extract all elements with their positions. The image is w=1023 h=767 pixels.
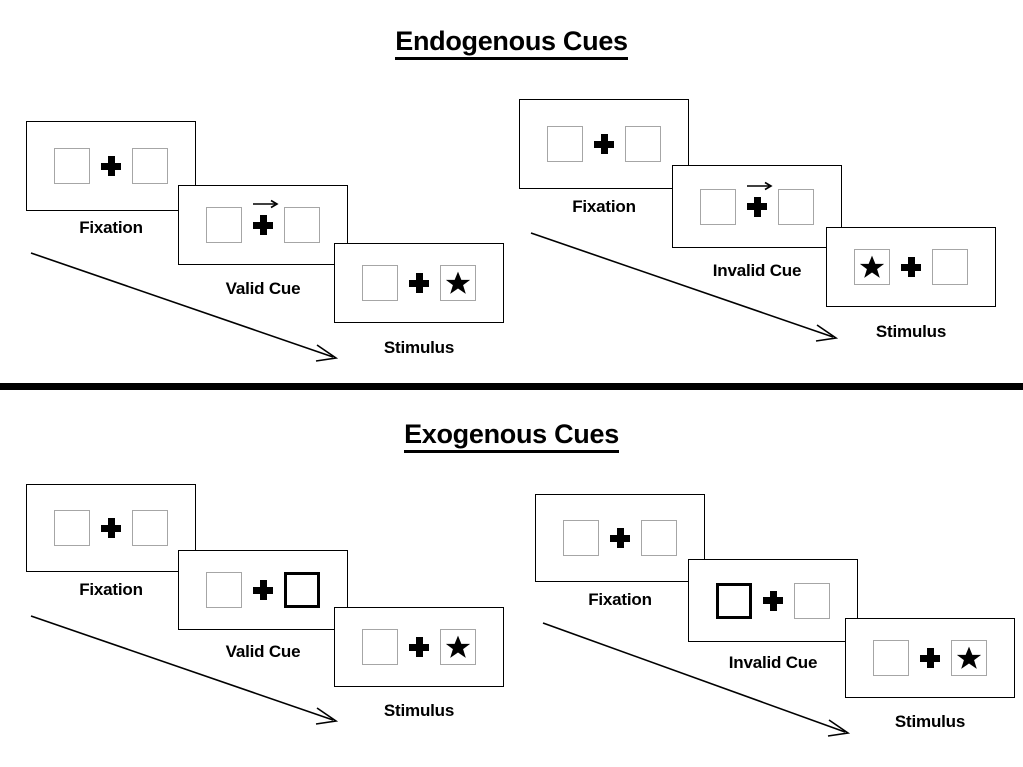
- endo-valid-cue-label: Valid Cue: [225, 279, 301, 298]
- endo-invalid-stimulus-left-box: [854, 249, 890, 285]
- exo-invalid-fixation-label: Fixation: [588, 590, 652, 609]
- exo-valid-cue-frame[interactable]: [178, 550, 348, 630]
- fixation-cross-icon: [252, 579, 274, 601]
- endo-valid-fixation-left-box: [54, 148, 90, 184]
- section-title-endogenous: Endogenous Cues: [0, 26, 1023, 60]
- exo-valid-stimulus-right-box: [440, 629, 476, 665]
- endo-valid-time-arrow: [30, 252, 339, 362]
- exo-invalid-cue-label: Invalid Cue: [728, 653, 818, 672]
- exo-valid-fixation-right-box: [132, 510, 168, 546]
- endo-valid-fixation-right-box: [132, 148, 168, 184]
- endo-valid-stimulus-frame[interactable]: [334, 243, 504, 323]
- fixation-cross-icon: [252, 199, 279, 236]
- endo-invalid-cue-label: Invalid Cue: [712, 261, 802, 280]
- fixation-cross-icon: [609, 527, 631, 549]
- exo-invalid-stimulus-frame[interactable]: [845, 618, 1015, 698]
- exo-valid-cue-right-box: [284, 572, 320, 608]
- fixation-cross-icon: [593, 133, 615, 155]
- exo-valid-time-arrow: [30, 615, 339, 725]
- endo-invalid-fixation-left-box: [547, 126, 583, 162]
- endo-invalid-cue-right-box: [778, 188, 814, 225]
- endo-invalid-fixation-frame[interactable]: [519, 99, 689, 189]
- star-target-icon: [956, 646, 982, 669]
- exo-valid-stimulus-frame[interactable]: [334, 607, 504, 687]
- endo-valid-stimulus-left-box: [362, 265, 398, 301]
- endo-invalid-stimulus-frame[interactable]: [826, 227, 996, 307]
- exo-valid-fixation-left-box: [54, 510, 90, 546]
- endo-valid-fixation-label: Fixation: [79, 218, 143, 237]
- exo-invalid-stimulus-right-box: [951, 640, 987, 676]
- cue-arrow-right-icon: [253, 199, 279, 209]
- exo-invalid-fixation-left-box: [563, 520, 599, 556]
- exo-invalid-fixation-frame[interactable]: [535, 494, 705, 582]
- exo-valid-stimulus-left-box: [362, 629, 398, 665]
- fixation-cross-icon: [900, 256, 922, 278]
- section-divider: [0, 383, 1023, 390]
- exo-invalid-stimulus-label: Stimulus: [894, 712, 966, 731]
- endo-invalid-stimulus-label: Stimulus: [875, 322, 947, 341]
- section-title-endogenous-text: Endogenous Cues: [395, 26, 628, 60]
- exo-invalid-fixation-right-box: [641, 520, 677, 556]
- exo-valid-fixation-label: Fixation: [79, 580, 143, 599]
- endo-invalid-cue-left-box: [700, 188, 736, 225]
- endo-invalid-fixation-right-box: [625, 126, 661, 162]
- star-target-icon: [859, 255, 885, 278]
- endo-valid-fixation-frame[interactable]: [26, 121, 196, 211]
- cue-arrow-right-icon: [747, 181, 773, 190]
- endo-invalid-cue-frame[interactable]: [672, 165, 842, 248]
- exo-valid-cue-left-box: [206, 572, 242, 608]
- endo-invalid-stimulus-right-box: [932, 249, 968, 285]
- endo-valid-cue-frame[interactable]: [178, 185, 348, 265]
- endo-invalid-time-arrow: [530, 232, 839, 342]
- exo-invalid-cue-frame[interactable]: [688, 559, 858, 642]
- exo-invalid-time-arrow: [542, 622, 851, 737]
- endo-valid-stimulus-right-box: [440, 265, 476, 301]
- exo-valid-stimulus-label: Stimulus: [383, 701, 455, 720]
- exo-valid-cue-label: Valid Cue: [225, 642, 301, 661]
- fixation-cross-icon: [919, 647, 941, 669]
- exo-invalid-cue-right-box: [794, 582, 830, 619]
- exo-invalid-cue-left-box: [716, 582, 752, 619]
- fixation-cross-icon: [100, 155, 122, 177]
- section-title-exogenous: Exogenous Cues: [0, 419, 1023, 453]
- exo-invalid-stimulus-left-box: [873, 640, 909, 676]
- fixation-cross-icon: [408, 272, 430, 294]
- exo-valid-fixation-frame[interactable]: [26, 484, 196, 572]
- endo-valid-stimulus-label: Stimulus: [383, 338, 455, 357]
- endo-valid-cue-right-box: [284, 207, 320, 243]
- section-title-exogenous-text: Exogenous Cues: [404, 419, 619, 453]
- star-target-icon: [445, 635, 471, 658]
- endo-invalid-fixation-label: Fixation: [572, 197, 636, 216]
- fixation-cross-icon: [762, 590, 784, 612]
- fixation-cross-icon: [408, 636, 430, 658]
- star-target-icon: [445, 271, 471, 294]
- fixation-cross-icon: [746, 181, 773, 218]
- fixation-cross-icon: [100, 517, 122, 539]
- endo-valid-cue-left-box: [206, 207, 242, 243]
